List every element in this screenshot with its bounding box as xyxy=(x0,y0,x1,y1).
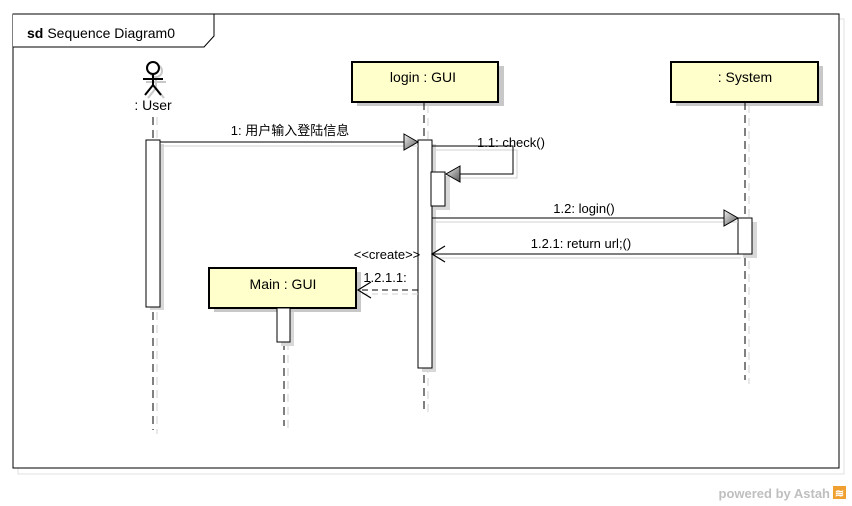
create-stereotype-label: <<create>> xyxy=(354,247,421,262)
frame-name-tab xyxy=(13,13,215,48)
system-label: : System xyxy=(718,69,772,85)
astah-logo-icon xyxy=(833,486,846,499)
login-gui-label: login : GUI xyxy=(390,69,456,85)
message-1-2-1[interactable]: 1.2.1: return url;() xyxy=(430,236,741,263)
lifeline-head-system[interactable]: : System xyxy=(670,61,823,106)
message-1-2-1-1-create[interactable]: <<create>> 1.2.1.1: xyxy=(354,247,421,299)
activation-main-gui xyxy=(276,307,291,343)
message-1-2-label: 1.2: login() xyxy=(553,201,614,216)
actor-user-label: : User xyxy=(134,97,172,113)
actor-user-icon xyxy=(143,61,163,96)
astah-logo-glyph: ≋ xyxy=(835,488,844,500)
astah-brand: powered by Astah ≋ xyxy=(719,486,846,501)
create-message-label: 1.2.1.1: xyxy=(363,270,406,285)
message-1-1-arrowhead xyxy=(444,165,461,183)
actor-user[interactable]: : User xyxy=(134,61,172,113)
message-1-label: 1: 用户输入登陆信息 xyxy=(231,123,349,138)
message-1-arrowhead xyxy=(403,133,420,151)
activation-system xyxy=(737,217,753,255)
powered-by-text: powered by Astah xyxy=(719,486,831,501)
activation-user xyxy=(145,139,161,308)
frame-keyword: sd xyxy=(27,25,43,41)
login-gui-head xyxy=(351,61,499,103)
message-1-2-1-arrowhead xyxy=(430,245,446,263)
message-1-1-line xyxy=(432,145,514,175)
main-gui-label: Main : GUI xyxy=(250,276,317,292)
message-1-1-label: 1.1: check() xyxy=(477,135,545,150)
activation-check xyxy=(430,171,446,207)
create-message-arrowhead xyxy=(356,281,372,299)
message-1-1[interactable]: 1.1: check() xyxy=(432,135,545,183)
message-1-1-shadow xyxy=(436,149,518,179)
frame-name: Sequence Diagram0 xyxy=(47,25,175,41)
message-1[interactable]: 1: 用户输入登陆信息 xyxy=(160,123,420,151)
lifeline-head-main-gui[interactable]: Main : GUI xyxy=(208,267,361,312)
message-1-2[interactable]: 1.2: login() xyxy=(432,201,740,227)
lifeline-head-login-gui[interactable]: login : GUI xyxy=(351,61,504,106)
message-1-2-1-label: 1.2.1: return url;() xyxy=(531,236,631,251)
message-1-2-arrowhead xyxy=(723,209,740,227)
